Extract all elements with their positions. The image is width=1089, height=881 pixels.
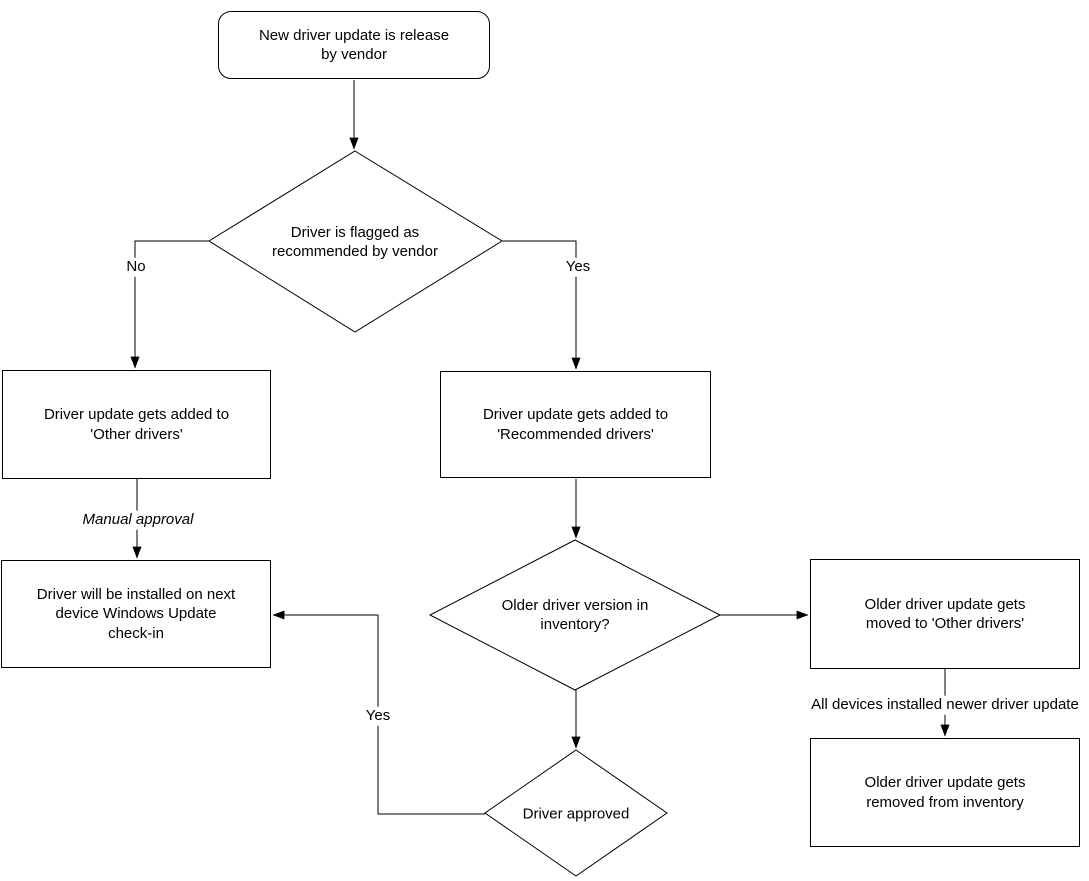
- diamond-flagged-label: Driver is flagged as recommended by vend…: [272, 223, 438, 260]
- node-start: New driver update is release by vendor: [218, 11, 490, 79]
- edge-label-all-devices: All devices installed newer driver updat…: [808, 695, 1082, 715]
- diamond-approved-label: Driver approved: [522, 805, 630, 823]
- node-installed-next-checkin: Driver will be installed on next device …: [1, 560, 271, 668]
- node-other-drivers: Driver update gets added to 'Other drive…: [2, 370, 271, 479]
- node-moved-other-drivers: Older driver update gets moved to 'Other…: [810, 559, 1080, 669]
- diamond-flagged: [208, 150, 503, 333]
- edge-flagged-yes-to-recommended: [502, 240, 581, 370]
- edge-label-manual-approval: Manual approval: [79, 510, 197, 530]
- diamond-inventory: [428, 539, 722, 691]
- diamond-approved: [484, 749, 668, 877]
- diamond-inventory-label: Older driver version in inventory?: [501, 596, 649, 633]
- edge-flagged-no-to-other: [130, 240, 209, 369]
- edge-label-no: No: [123, 257, 149, 277]
- edge-label-yes-flagged: Yes: [562, 257, 594, 277]
- edge-label-yes-approved: Yes: [362, 706, 394, 726]
- node-recommended-drivers: Driver update gets added to 'Recommended…: [440, 371, 711, 478]
- node-removed-inventory: Older driver update gets removed from in…: [810, 738, 1080, 847]
